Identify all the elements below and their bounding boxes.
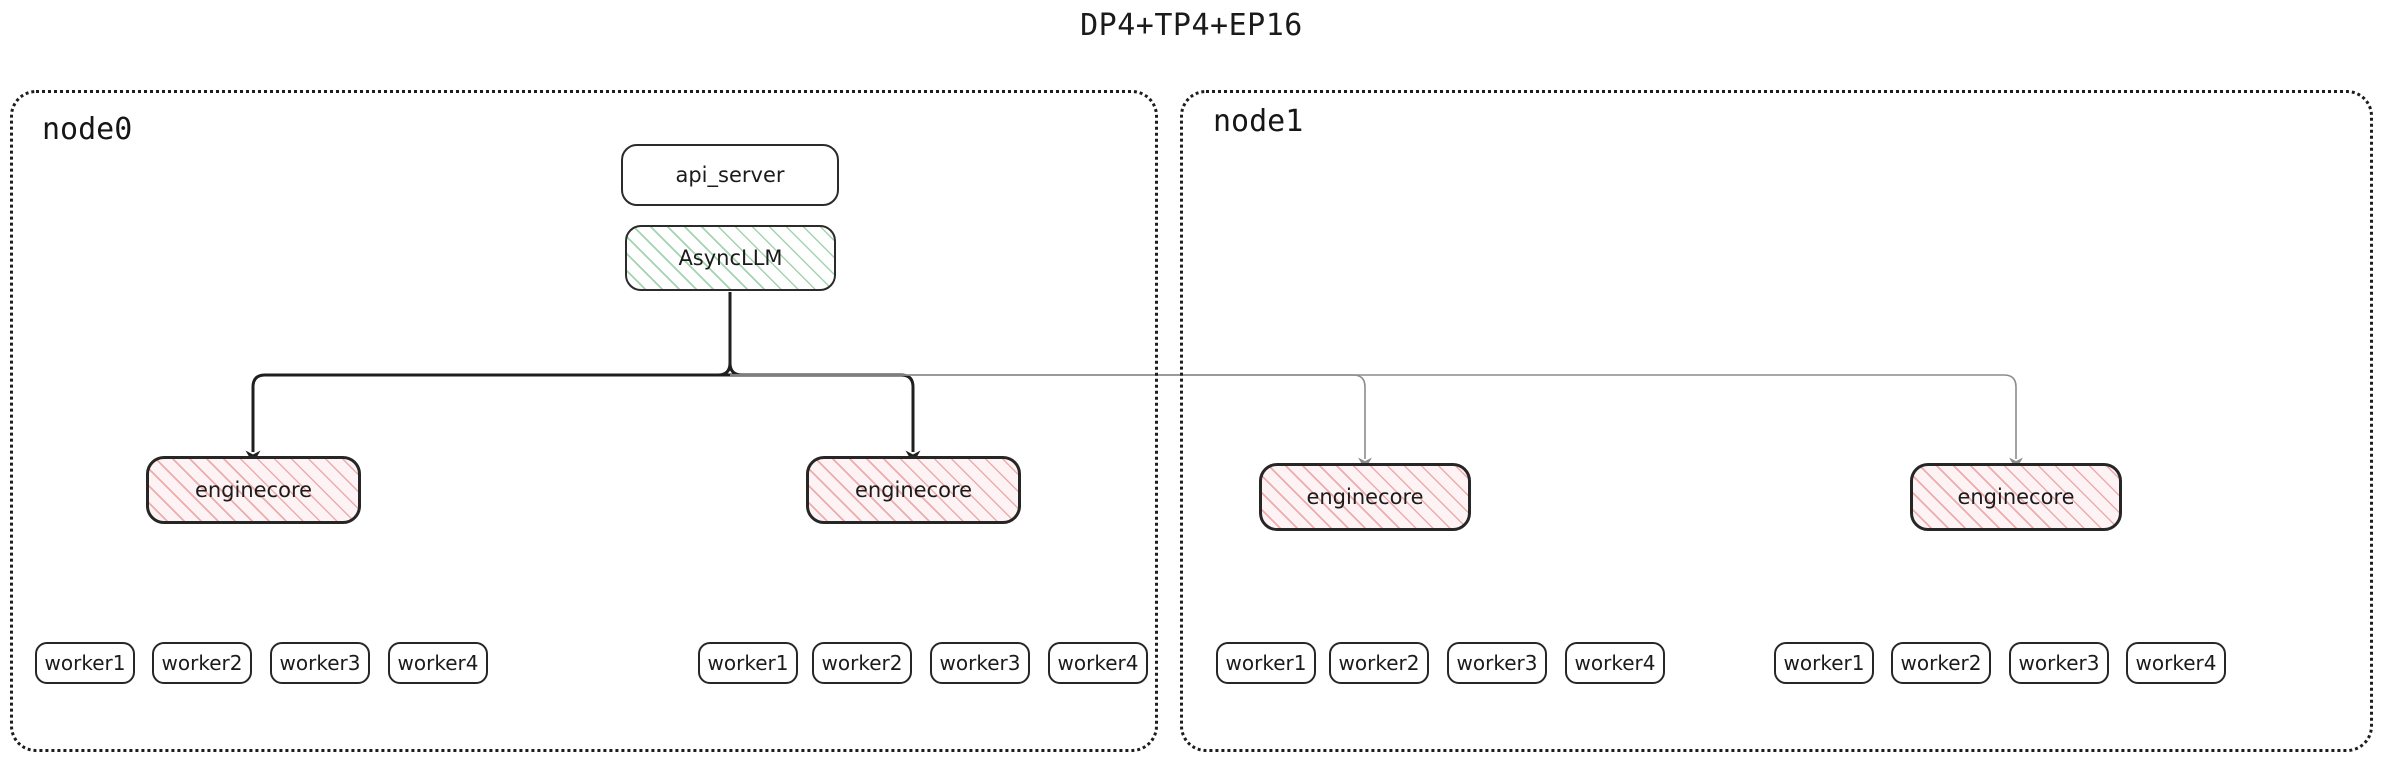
worker-box[interactable]: worker3 [270,642,370,684]
api-server-box[interactable]: api_server [621,144,839,206]
node-label-node1: node1 [1213,104,1304,139]
worker-box[interactable]: worker1 [1774,642,1874,684]
worker-box[interactable]: worker2 [152,642,252,684]
node-panel-node1 [1180,90,2373,752]
worker-box[interactable]: worker1 [35,642,135,684]
worker-box[interactable]: worker4 [1565,642,1665,684]
worker-box[interactable]: worker2 [1891,642,1991,684]
worker-box[interactable]: worker3 [1447,642,1547,684]
page-title: DP4+TP4+EP16 [1080,8,1303,43]
worker-box[interactable]: worker4 [1048,642,1148,684]
worker-box[interactable]: worker3 [930,642,1030,684]
enginecore-box[interactable]: enginecore [146,456,361,524]
node-label-node0: node0 [42,112,133,147]
enginecore-box[interactable]: enginecore [1259,463,1471,531]
enginecore-box[interactable]: enginecore [1910,463,2122,531]
async-llm-box[interactable]: AsyncLLM [625,225,836,291]
edge-branch-3 [730,374,2023,470]
worker-box[interactable]: worker1 [1216,642,1316,684]
worker-box[interactable]: worker4 [388,642,488,684]
enginecore-box[interactable]: enginecore [806,456,1021,524]
worker-box[interactable]: worker3 [2009,642,2109,684]
worker-box[interactable]: worker2 [812,642,912,684]
worker-box[interactable]: worker1 [698,642,798,684]
worker-box[interactable]: worker2 [1329,642,1429,684]
node-panel-node0 [10,90,1158,752]
edge-branch-0 [245,373,730,464]
worker-box[interactable]: worker4 [2126,642,2226,684]
